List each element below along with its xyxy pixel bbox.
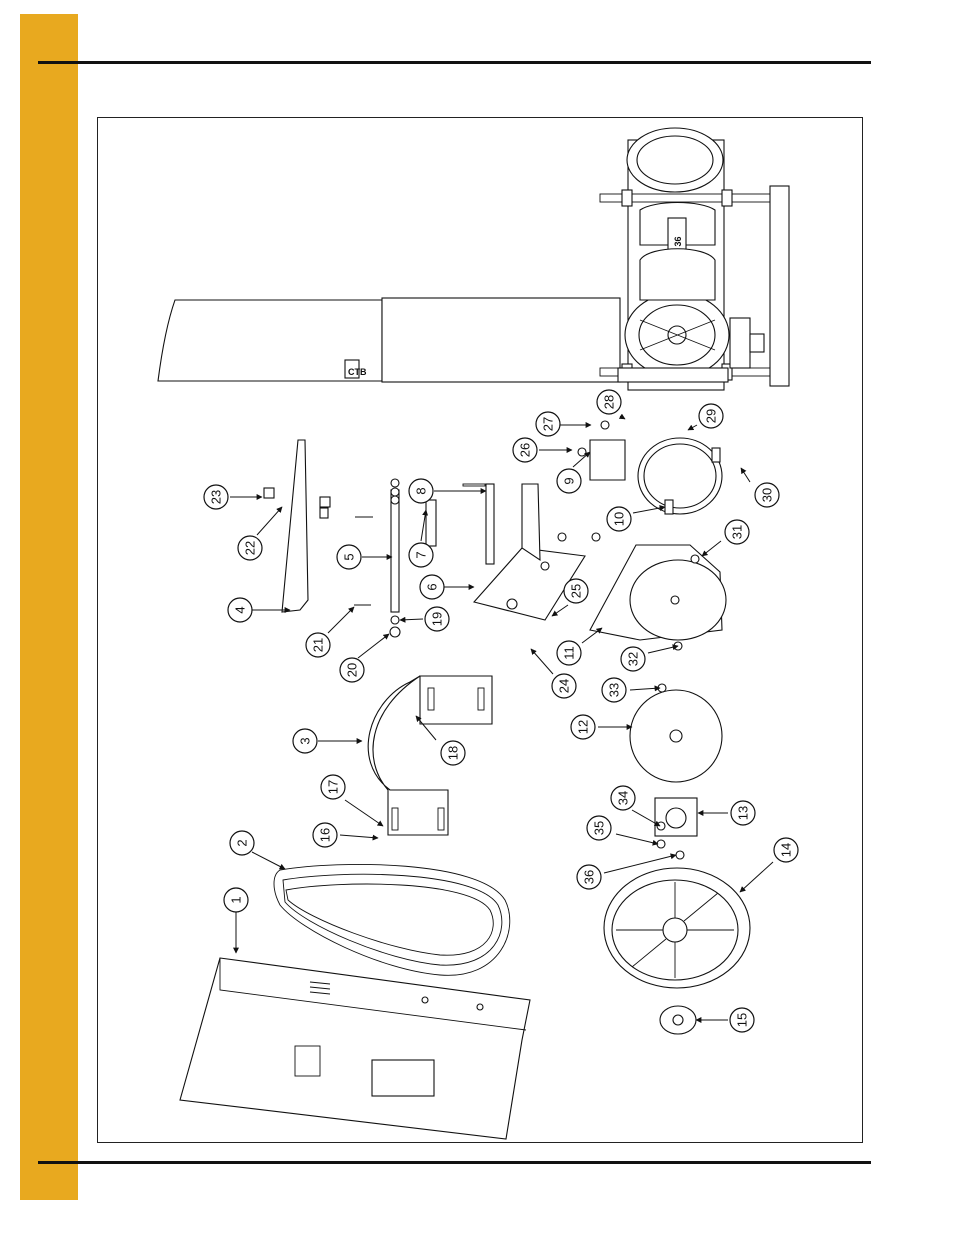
callout-number: 30 [760,488,775,502]
fan-assembly: CTB DC 36 [157,127,790,391]
callout-27: 27 [535,411,561,437]
callout-30: 30 [754,482,780,508]
side-color-tab [20,14,78,1200]
callout-32: 32 [620,646,646,672]
callout-number: 33 [607,683,622,697]
part-14-pulley [603,867,751,989]
callout-number: 36 [582,870,597,884]
callout-7: 7 [408,542,434,568]
part-9-bracket [577,420,626,481]
callout-bubbles: 1234567891011121314151617181920212223242… [203,389,799,1033]
callout-15: 15 [729,1007,755,1033]
callout-2: 2 [229,830,255,856]
callout-34: 34 [610,785,636,811]
part-10-clamp-ring [637,437,723,515]
callout-33: 33 [601,677,627,703]
part-6-bracket [472,483,601,621]
callout-number: 1 [229,896,244,903]
callout-number: 22 [243,541,258,555]
callout-28: 28 [596,389,622,415]
callout-18: 18 [440,740,466,766]
callout-24: 24 [551,673,577,699]
callout-number: 19 [430,612,445,626]
callout-1: 1 [223,887,249,913]
footer-rule [38,1161,871,1164]
part-11-mount-plate [589,544,727,651]
callout-3: 3 [292,728,318,754]
part-13-bearing [654,797,698,860]
callout-number: 24 [557,679,572,693]
callout-25: 25 [563,578,589,604]
callout-17: 17 [320,774,346,800]
callout-19: 19 [424,606,450,632]
callout-number: 31 [730,525,745,539]
callout-number: 25 [569,584,584,598]
callout-number: 2 [235,839,250,846]
part-7-threaded-rod [425,483,495,565]
callout-12: 12 [570,714,596,740]
header-rule [38,61,871,64]
callout-23: 23 [203,484,229,510]
callout-16: 16 [312,822,338,848]
callout-number: 4 [233,606,248,613]
callout-number: 20 [345,663,360,677]
callout-number: 26 [518,443,533,457]
callout-number: 5 [342,553,357,560]
callout-number: 32 [626,652,641,666]
callout-10: 10 [606,506,632,532]
callout-number: 18 [446,746,461,760]
callout-number: 3 [298,737,313,744]
callout-9: 9 [556,468,582,494]
callout-31: 31 [724,519,750,545]
callout-number: 34 [616,791,631,805]
callout-20: 20 [339,657,365,683]
part-3-guard-bracket [367,675,493,836]
callout-22: 22 [237,535,263,561]
callout-number: 13 [736,806,751,820]
callout-number: 28 [602,395,617,409]
callout-number: 10 [612,512,627,526]
callout-number: 16 [318,828,333,842]
housing-label: CTB [348,367,367,377]
callout-number: 11 [562,646,577,660]
callout-number: 23 [209,490,224,504]
callout-5: 5 [336,544,362,570]
callout-35: 35 [586,815,612,841]
part-1-belt-guard [179,957,531,1140]
callout-11: 11 [556,640,582,666]
callout-4: 4 [227,597,253,623]
callout-number: 21 [311,638,326,652]
part-15-bushing [659,1005,697,1035]
callout-number: 35 [592,821,607,835]
part-2-belt [273,864,511,976]
callout-13: 13 [730,800,756,826]
callout-number: 17 [326,780,341,794]
callout-36: 36 [576,864,602,890]
callout-26: 26 [512,437,538,463]
part-12-hub-plate [629,683,723,783]
callout-6: 6 [419,574,445,600]
leader-lines [230,413,774,1023]
callout-29: 29 [698,403,724,429]
callout-number: 9 [562,477,577,484]
callout-21: 21 [305,632,331,658]
callout-number: 27 [541,417,556,431]
callout-number: 12 [576,720,591,734]
callout-8: 8 [408,478,434,504]
part-5-shaft [354,478,401,638]
callout-14: 14 [773,837,799,863]
callout-number: 15 [735,1013,750,1027]
callout-number: 8 [414,487,429,494]
callout-number: 7 [414,551,429,558]
callout-number: 6 [425,583,440,590]
callout-number: 29 [704,409,719,423]
callout-number: 14 [779,843,794,857]
part-4-mount-plate [263,439,331,613]
